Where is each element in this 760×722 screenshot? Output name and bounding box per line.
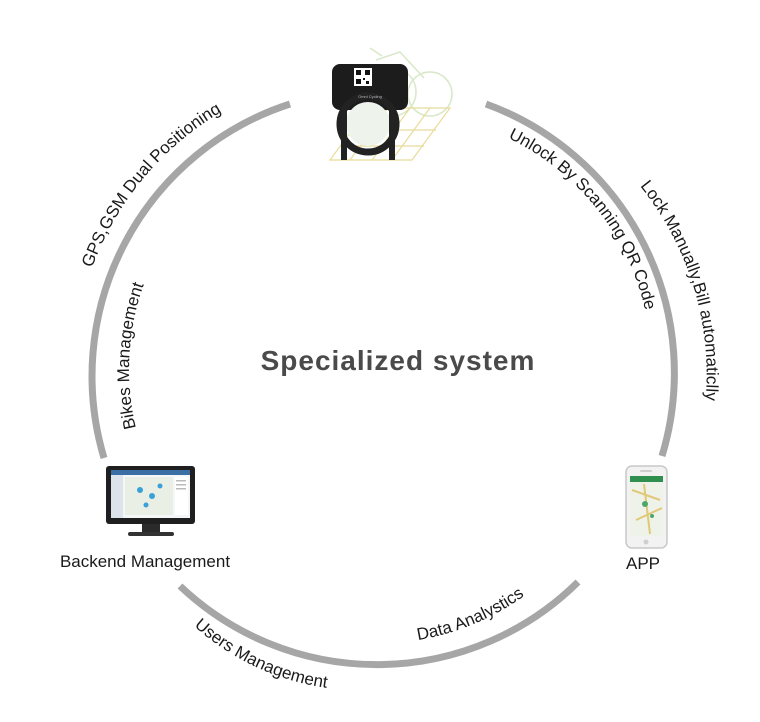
smart-bike-lock-icon: Omni Cycling (328, 47, 453, 161)
smartphone-app-icon (625, 465, 668, 549)
label-gps-gsm: GPS,GSM Dual Positioning (78, 99, 224, 270)
label-unlock-qr: Unlock By Scanning QR Code (506, 125, 660, 312)
backend-management-label: Backend Management (60, 552, 230, 571)
lock-ring (336, 92, 400, 156)
ring-arc-right-top (484, 100, 678, 458)
label-lock-manually: Lock Manually,Bill automaticlly (637, 177, 722, 402)
diagram-title: Specialized system (261, 345, 536, 376)
ring-arc-left-top (88, 100, 292, 459)
ring (88, 100, 678, 669)
ring-arc-bottom (177, 579, 581, 669)
desktop-monitor-icon (106, 466, 195, 536)
label-bikes-management: Bikes Management (114, 279, 148, 431)
app-label: APP (626, 554, 660, 573)
lock-brand-text: Omni Cycling (358, 94, 382, 99)
